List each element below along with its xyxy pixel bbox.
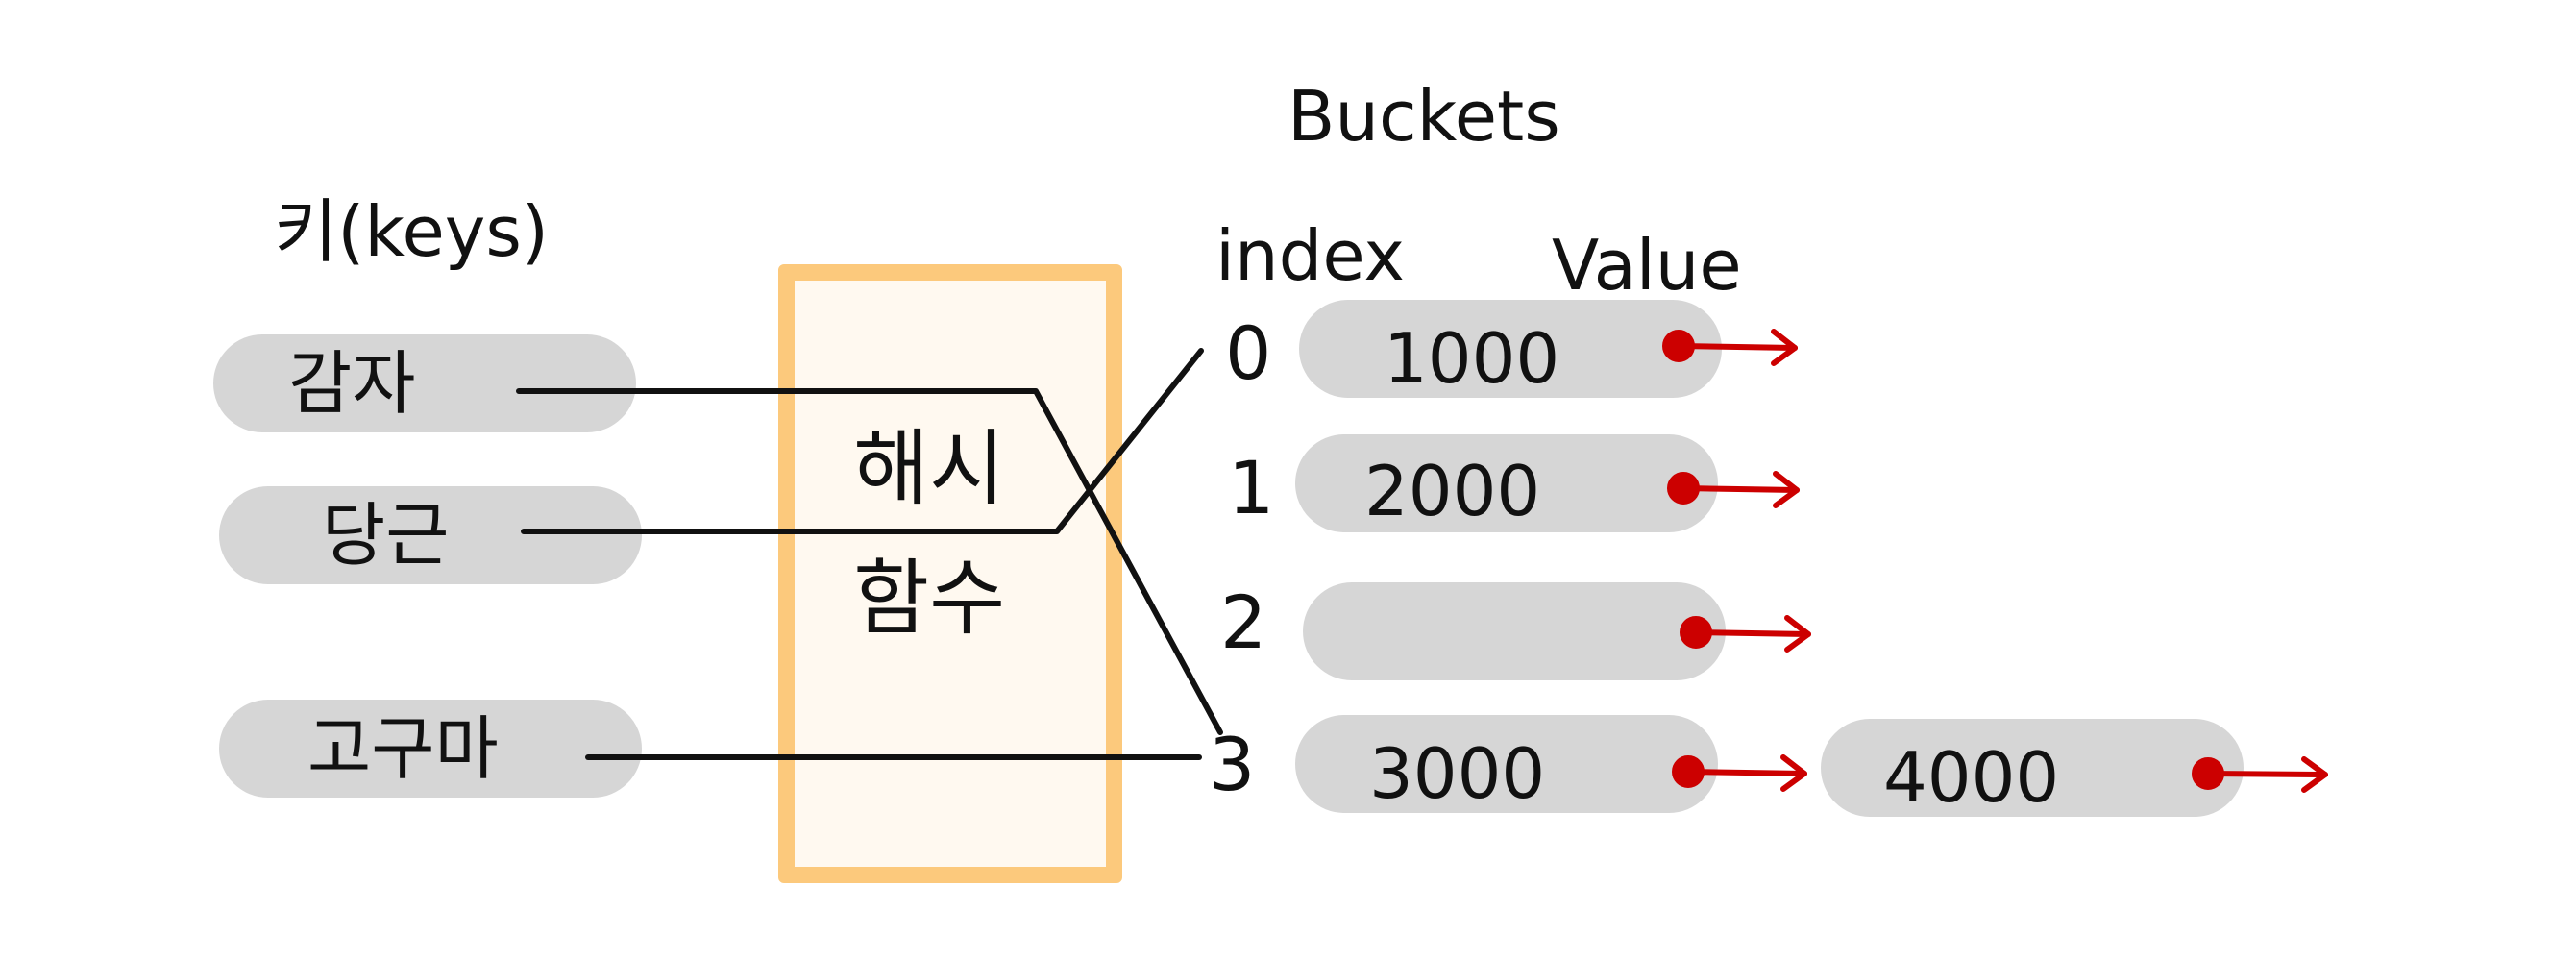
bucket-index-1: 1 bbox=[1228, 445, 1275, 530]
bucket-pill-3 bbox=[1295, 715, 1718, 813]
bucket-value-1: 2000 bbox=[1364, 451, 1541, 531]
mapping-line-potato-to-3 bbox=[516, 388, 1223, 735]
key-pill-sweet-potato bbox=[219, 700, 642, 798]
chain-pill-3 bbox=[1821, 719, 2244, 817]
pointer-head-1 bbox=[1773, 471, 1800, 508]
hash-function-box bbox=[778, 264, 1122, 883]
buckets-title: Buckets bbox=[1288, 76, 1560, 157]
pointer-line-chain bbox=[2205, 771, 2328, 777]
bucket-index-0: 0 bbox=[1225, 310, 1272, 396]
bucket-pill-1 bbox=[1295, 434, 1718, 532]
value-header: Value bbox=[1552, 225, 1742, 306]
pointer-head-2 bbox=[1784, 615, 1811, 653]
hash-function-label-line2: 함수 bbox=[853, 551, 1006, 647]
key-pill-carrot bbox=[219, 486, 642, 584]
key-label-carrot: 당근 bbox=[322, 495, 450, 576]
keys-title: 키(keys) bbox=[274, 191, 549, 272]
hash-function-label-line1: 해시 bbox=[853, 421, 1006, 517]
pointer-line-0 bbox=[1676, 343, 1798, 351]
pointer-head-3 bbox=[1780, 754, 1807, 792]
bucket-index-2: 2 bbox=[1220, 579, 1267, 665]
key-label-sweet-potato: 고구마 bbox=[307, 708, 499, 789]
pointer-head-chain bbox=[2301, 756, 2328, 793]
key-pill-potato bbox=[213, 334, 636, 432]
pointer-line-1 bbox=[1681, 485, 1800, 493]
pointer-line-3 bbox=[1685, 769, 1807, 776]
mapping-line-carrot-to-0 bbox=[521, 348, 1204, 534]
chain-value-3: 4000 bbox=[1883, 737, 2060, 818]
bucket-value-0: 1000 bbox=[1384, 318, 1560, 399]
pointer-line-2 bbox=[1693, 629, 1811, 637]
key-label-potato: 감자 bbox=[288, 343, 416, 424]
bucket-value-3: 3000 bbox=[1369, 733, 1546, 814]
pointer-head-0 bbox=[1771, 329, 1798, 366]
index-header: index bbox=[1215, 215, 1405, 296]
bucket-pill-2 bbox=[1303, 582, 1726, 680]
bucket-index-3: 3 bbox=[1209, 722, 1256, 807]
bucket-pill-0 bbox=[1299, 300, 1722, 398]
